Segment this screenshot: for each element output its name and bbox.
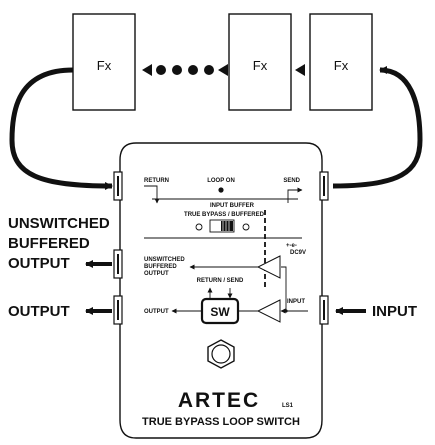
send-cable <box>332 66 423 189</box>
buffered-led-icon <box>242 223 250 231</box>
chain-dot-icon <box>188 65 198 75</box>
chain-arrow-between-icon <box>295 64 305 76</box>
buffered-label: BUFFERED <box>8 235 90 252</box>
return-path-icon <box>144 185 160 204</box>
power-polarity-icon: +-e- <box>286 243 297 249</box>
fx-label: Fx <box>334 58 349 73</box>
bypass-led-icon <box>195 223 203 231</box>
model-code: LS1 <box>282 403 294 409</box>
panel-buffered-label: BUFFERED <box>144 264 177 270</box>
output-label: OUTPUT <box>8 303 70 320</box>
true-bypass-buffered-label: TRUE BYPASS / BUFFERED <box>184 212 265 218</box>
chain-dot-icon <box>204 65 214 75</box>
fx-box-2: Fx <box>228 13 292 111</box>
sw-block: SW <box>200 297 240 325</box>
pedal-enclosure <box>119 142 323 439</box>
input-jack <box>319 295 329 325</box>
send-jack <box>319 171 329 201</box>
fx-chain-dots <box>142 64 305 76</box>
buffer-toggle-switch <box>209 219 235 233</box>
unswitched-label: UNSWITCHED <box>8 215 110 232</box>
return-cable <box>9 67 113 190</box>
unswitched-output-jack <box>113 249 123 279</box>
sw-label: SW <box>210 305 230 319</box>
chain-arrow-right-icon <box>218 64 228 76</box>
input-label: INPUT <box>372 303 417 320</box>
unswitched-output-label: OUTPUT <box>8 255 70 272</box>
power-label: DC9V <box>290 250 306 256</box>
input-buffer-label: INPUT BUFFER <box>210 203 255 209</box>
panel-unswitched-output-label: OUTPUT <box>144 271 169 277</box>
fx-box-3: Fx <box>309 13 373 111</box>
fx-label: Fx <box>97 58 112 73</box>
chain-arrow-left-icon <box>142 64 152 76</box>
panel-return-send-label: RETURN / SEND <box>197 278 244 284</box>
panel-return-label: RETURN <box>144 178 169 184</box>
chain-dot-icon <box>156 65 166 75</box>
loop-on-led-icon <box>218 187 224 193</box>
panel-loop-on-label: LOOP ON <box>207 178 235 184</box>
return-jack <box>113 171 123 201</box>
output-jack <box>113 295 123 325</box>
input-buffer-amp-icon <box>256 299 281 323</box>
brand-logo: ARTEC <box>178 389 260 412</box>
fx-label: Fx <box>253 58 268 73</box>
chain-dot-icon <box>172 65 182 75</box>
panel-unswitched-label: UNSWITCHED <box>144 257 185 263</box>
panel-send-label: SEND <box>283 178 300 184</box>
panel-output-label: OUTPUT <box>144 309 169 315</box>
fx-box-1: Fx <box>72 13 136 111</box>
footswitch <box>207 339 235 369</box>
junction-dot-icon <box>284 309 288 313</box>
input-split-line <box>281 266 287 311</box>
product-name: TRUE BYPASS LOOP SWITCH <box>142 416 300 428</box>
panel-input-label: INPUT <box>287 299 305 305</box>
unswitched-buffer-amp-icon <box>256 255 281 279</box>
